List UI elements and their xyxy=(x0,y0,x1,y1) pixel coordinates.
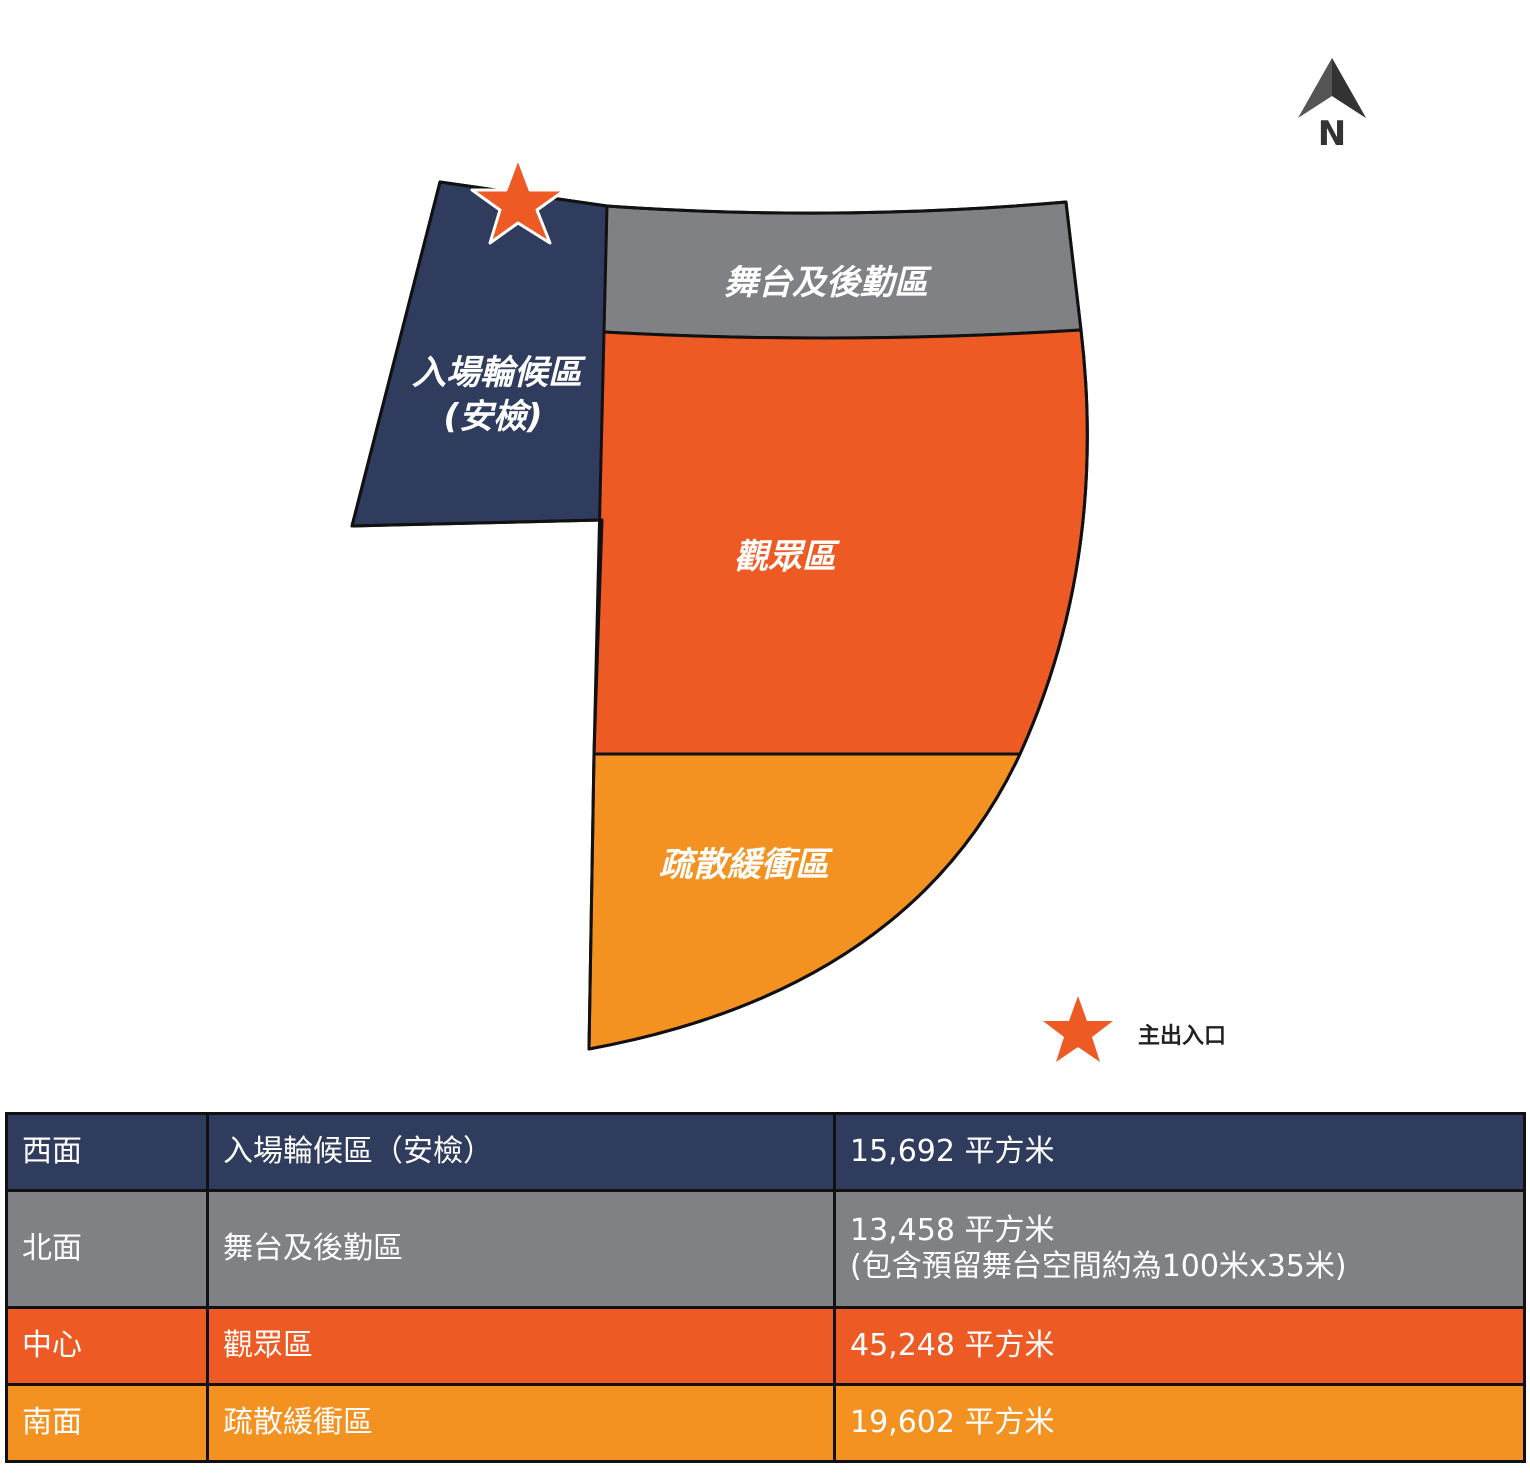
north-letter: N xyxy=(1318,114,1346,154)
table-row-center: 中心 觀眾區 45,248 平方米 xyxy=(5,1306,1526,1386)
area-cell: 45,248 平方米 xyxy=(833,1306,1526,1386)
zone-cell: 入場輪候區（安檢） xyxy=(206,1112,836,1192)
site-map: 入場輪候區 (安檢) 舞台及後勤區 觀眾區 疏散緩衝區 N 主出入口 xyxy=(350,58,1366,1062)
table-row-west: 西面 入場輪候區（安檢） 15,692 平方米 xyxy=(5,1112,1526,1192)
legend-star-icon xyxy=(1043,996,1113,1062)
direction-cell: 西面 xyxy=(5,1112,209,1192)
area-table: 西面 入場輪候區（安檢） 15,692 平方米 北面 舞台及後勤區 13,458… xyxy=(5,1112,1526,1463)
direction-cell: 南面 xyxy=(5,1383,209,1463)
zone-north-label: 舞台及後勤區 xyxy=(724,263,932,303)
zone-west-label-line2: (安檢) xyxy=(443,397,542,437)
area-cell: 15,692 平方米 xyxy=(833,1112,1526,1192)
zone-center-shape xyxy=(592,328,1089,756)
zone-south-shape xyxy=(587,752,1022,1051)
zone-cell: 疏散緩衝區 xyxy=(206,1383,836,1463)
area-cell: 19,602 平方米 xyxy=(833,1383,1526,1463)
zone-center-label: 觀眾區 xyxy=(734,537,840,577)
table-row-south: 南面 疏散緩衝區 19,602 平方米 xyxy=(5,1383,1526,1463)
area-cell: 13,458 平方米 (包含預留舞台空間約為100米x35米) xyxy=(833,1189,1526,1309)
direction-cell: 中心 xyxy=(5,1306,209,1386)
legend-entrance-label: 主出入口 xyxy=(1138,1024,1226,1049)
table-row-north: 北面 舞台及後勤區 13,458 平方米 (包含預留舞台空間約為100米x35米… xyxy=(5,1189,1526,1309)
direction-cell: 北面 xyxy=(5,1189,209,1309)
zone-outline xyxy=(350,180,1089,1051)
north-arrow-icon xyxy=(1298,58,1366,118)
star-icon xyxy=(470,156,567,245)
zone-south-label: 疏散緩衝區 xyxy=(659,845,833,885)
area-note: (包含預留舞台空間約為100米x35米) xyxy=(850,1249,1347,1284)
zone-cell: 舞台及後勤區 xyxy=(206,1189,836,1309)
zone-cell: 觀眾區 xyxy=(206,1306,836,1386)
area-value: 13,458 平方米 xyxy=(850,1213,1055,1248)
zone-west-label-line1: 入場輪候區 xyxy=(412,353,586,393)
